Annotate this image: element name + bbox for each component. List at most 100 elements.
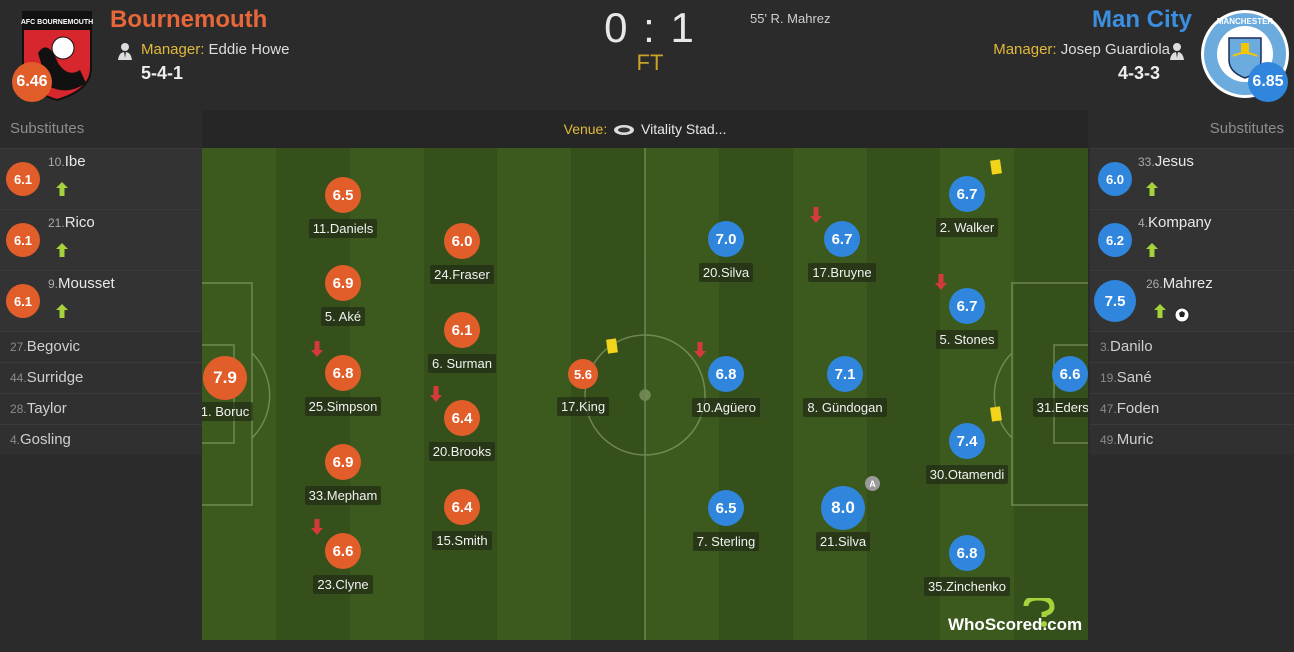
sub-in-arrow-icon	[56, 182, 68, 196]
bench-player-row[interactable]: 4.Gosling	[0, 424, 202, 455]
bench-player-row[interactable]: 3.Danilo	[1090, 331, 1294, 362]
player-name: 6. Surman	[407, 354, 517, 373]
yellow-card-icon	[990, 406, 1002, 422]
yellow-card-icon	[606, 338, 618, 354]
bench-name: Surridge	[26, 369, 84, 386]
player-label: 7. Sterling	[692, 532, 760, 551]
bench-player-row[interactable]: 27.Begovic	[0, 331, 202, 362]
away-team-rating: 6.85	[1248, 62, 1288, 102]
bench-player-row[interactable]: 19.Sané	[1090, 362, 1294, 393]
player-marker[interactable]: 6.631.Ederson	[1015, 356, 1088, 422]
venue-name: Vitality Stad...	[641, 121, 727, 137]
player-label: 20.Silva	[698, 263, 754, 282]
venue-label: Venue:	[563, 121, 608, 137]
away-team-name[interactable]: Man City	[1091, 6, 1192, 33]
player-rating: 6.5	[708, 490, 744, 526]
bench-number: 49.	[1100, 433, 1117, 447]
bench-name: Gosling	[20, 431, 71, 448]
bench-name: Taylor	[26, 400, 67, 417]
player-label: 17.King	[556, 397, 610, 416]
substitute-name: Kompany	[1148, 214, 1212, 231]
substitute-row[interactable]: 6.2 4.Kompany	[1090, 209, 1294, 270]
player-rating: 6.1	[444, 312, 480, 348]
player-name: 21.Silva	[788, 532, 898, 551]
player-rating: 7.0	[708, 221, 744, 257]
pitch-stripe	[1014, 148, 1088, 640]
player-name: 25.Simpson	[288, 397, 398, 416]
bench-number: 27.	[10, 340, 27, 354]
player-rating: 6.4	[444, 489, 480, 525]
player-label: 35.Zinchenko	[923, 577, 1011, 596]
substitute-name: Rico	[64, 214, 95, 231]
manager-icon	[118, 43, 132, 60]
bench-number: 44.	[10, 371, 27, 385]
bench-player-row[interactable]: 28.Taylor	[0, 393, 202, 424]
substitute-rating: 6.2	[1098, 223, 1132, 257]
bench-number: 3.	[1100, 340, 1111, 354]
player-name: 20.Silva	[671, 263, 781, 282]
substitute-number: 9.	[48, 277, 59, 291]
home-team-name[interactable]: Bournemouth	[110, 6, 268, 33]
player-name: 23.Clyne	[288, 575, 398, 594]
home-manager-name: Eddie Howe	[208, 41, 290, 58]
sub-out-arrow-icon	[694, 342, 706, 358]
captain-badge-icon: A	[865, 476, 880, 491]
player-label: 21.Silva	[815, 532, 871, 551]
player-marker[interactable]: 7.0 20.Silva	[671, 221, 781, 287]
goal-event: 55' R. Mahrez	[750, 11, 831, 26]
bench-player-row[interactable]: 49.Muric	[1090, 424, 1294, 455]
bench-number: 28.	[10, 402, 27, 416]
player-label: 23.Clyne	[313, 575, 373, 594]
substitute-name: Ibe	[64, 153, 86, 170]
whoscored-logo-icon[interactable]: WhoScored.com	[948, 598, 1083, 634]
player-rating: 6.0	[444, 223, 480, 259]
pitch-stripe	[645, 148, 720, 640]
goal-ball-icon	[1174, 307, 1190, 323]
yellow-card-icon	[990, 159, 1002, 175]
bench-player-row[interactable]: 47.Foden	[1090, 393, 1294, 424]
player-label: 5. Stones	[935, 330, 999, 349]
player-marker[interactable]: 6.1 6. Surman	[407, 312, 517, 378]
substitute-number: 4.	[1138, 216, 1149, 230]
player-rating: 7.9	[203, 356, 247, 400]
substitute-rating: 7.5	[1094, 280, 1136, 322]
player-marker[interactable]: 6.5 7. Sterling	[671, 490, 781, 556]
pitch-markings	[202, 148, 1088, 640]
substitute-rating: 6.1	[6, 223, 40, 257]
home-manager: Manager: Eddie Howe	[141, 41, 289, 58]
sub-in-arrow-icon	[56, 243, 68, 257]
player-rating: 6.4	[444, 400, 480, 436]
bench-player-row[interactable]: 44.Surridge	[0, 362, 202, 393]
substitute-rating: 6.0	[1098, 162, 1132, 196]
substitute-number: 10.	[48, 155, 65, 169]
substitute-name: Mahrez	[1162, 275, 1213, 292]
player-rating: 6.7	[824, 221, 860, 257]
away-manager: Manager: Josep Guardiola	[993, 41, 1170, 58]
home-substitutes-title: Substitutes	[0, 110, 202, 148]
